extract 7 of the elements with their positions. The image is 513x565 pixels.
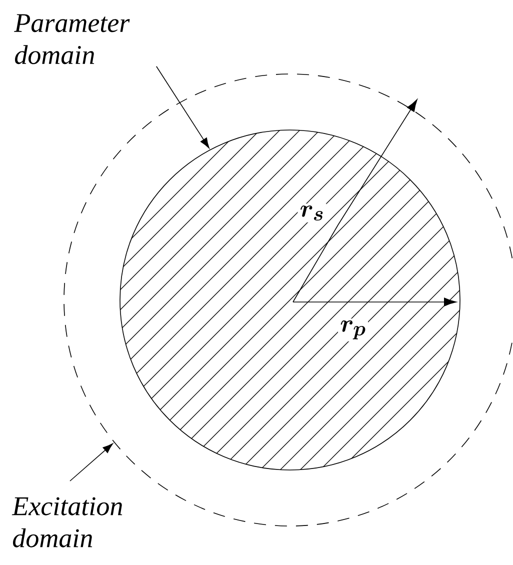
leader-arrow (156, 66, 210, 148)
domain-label: Parameter domain (14, 14, 130, 64)
domain-label: Excitation domain (12, 497, 122, 548)
radius-label: $\boldsymbol{r_s}$ (298, 204, 326, 222)
leader-arrow (70, 443, 114, 482)
hatched-circle (120, 130, 460, 470)
radius-label: $\boldsymbol{r_p}$ (338, 318, 368, 342)
